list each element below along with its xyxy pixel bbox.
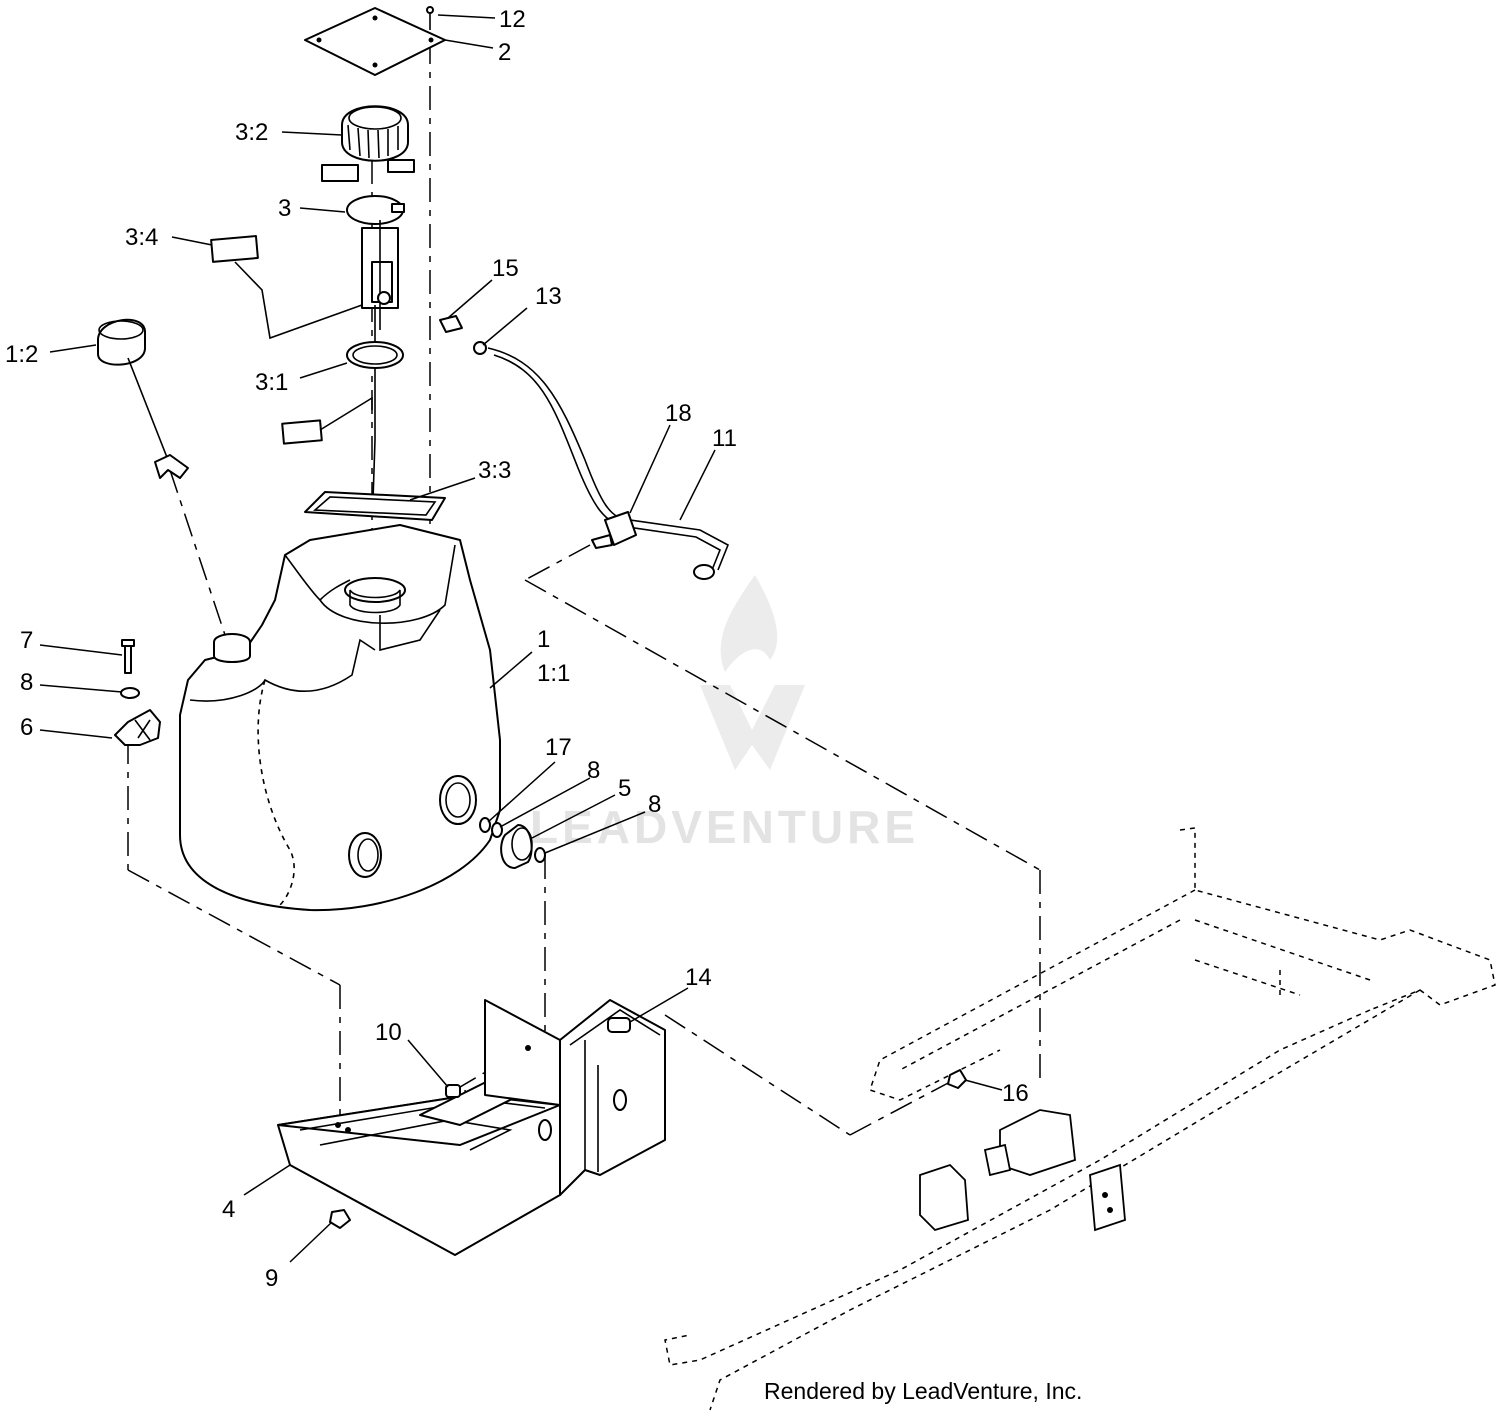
callout-17: 17 <box>545 734 572 761</box>
callout-10: 10 <box>375 1019 402 1046</box>
callout-8a: 8 <box>20 669 33 696</box>
leadventure-flame-logo <box>700 575 805 770</box>
bracket-washer <box>120 687 140 699</box>
harness-connector <box>210 235 363 340</box>
chassis-frame <box>664 827 1496 1411</box>
platform-screw <box>445 1084 461 1098</box>
callout-labels: 12 2 3:2 3 3:4 15 13 1:2 3:1 18 11 3:3 1… <box>5 6 1029 1292</box>
callout-14: 14 <box>685 964 712 991</box>
callout-18: 18 <box>665 400 692 427</box>
leadventure-watermark: LEADVENTURE <box>530 575 919 853</box>
callout-6: 6 <box>20 714 33 741</box>
callout-5: 5 <box>618 775 631 802</box>
render-credit: Rendered by LeadVenture, Inc. <box>764 1378 1082 1404</box>
fuel-tank <box>179 524 501 912</box>
callout-1-1: 1:1 <box>537 660 570 687</box>
watermark-text: LEADVENTURE <box>530 801 919 853</box>
callout-3-3: 3:3 <box>478 457 511 484</box>
fuel-pump-assembly <box>321 159 415 501</box>
gasket-ring <box>346 341 404 369</box>
callout-7: 7 <box>20 627 33 654</box>
fuel-line <box>439 315 730 580</box>
platform-nut <box>329 1209 351 1229</box>
access-cover-plate <box>304 7 446 76</box>
leader-lines <box>39 14 1003 1263</box>
callout-3-2: 3:2 <box>235 119 268 146</box>
callout-9: 9 <box>265 1265 278 1292</box>
callout-11: 11 <box>712 425 737 452</box>
callout-3-4: 3:4 <box>125 224 158 251</box>
callout-2: 2 <box>498 39 511 66</box>
bracket-bolt <box>121 639 135 674</box>
callout-8b: 8 <box>587 757 600 784</box>
callout-16: 16 <box>1002 1080 1029 1107</box>
sender-float <box>281 396 373 445</box>
platform-bolt <box>607 1017 631 1033</box>
cover-screw <box>426 6 434 30</box>
fuel-cap <box>97 318 189 479</box>
callout-3-1: 3:1 <box>255 369 288 396</box>
callout-15: 15 <box>492 255 519 282</box>
tank-seal-plate <box>304 491 446 521</box>
callout-13: 13 <box>535 283 562 310</box>
callout-1-2: 1:2 <box>5 341 38 368</box>
tank-bracket <box>114 709 161 746</box>
callout-12: 12 <box>499 6 526 33</box>
grommet-stack <box>479 817 546 869</box>
lock-ring <box>341 105 409 162</box>
callout-1: 1 <box>537 626 550 653</box>
callout-4: 4 <box>222 1196 235 1223</box>
tank-platform <box>277 999 666 1256</box>
callout-3: 3 <box>278 195 291 222</box>
assembly-lines <box>127 40 1041 1146</box>
callout-8c: 8 <box>648 791 661 818</box>
